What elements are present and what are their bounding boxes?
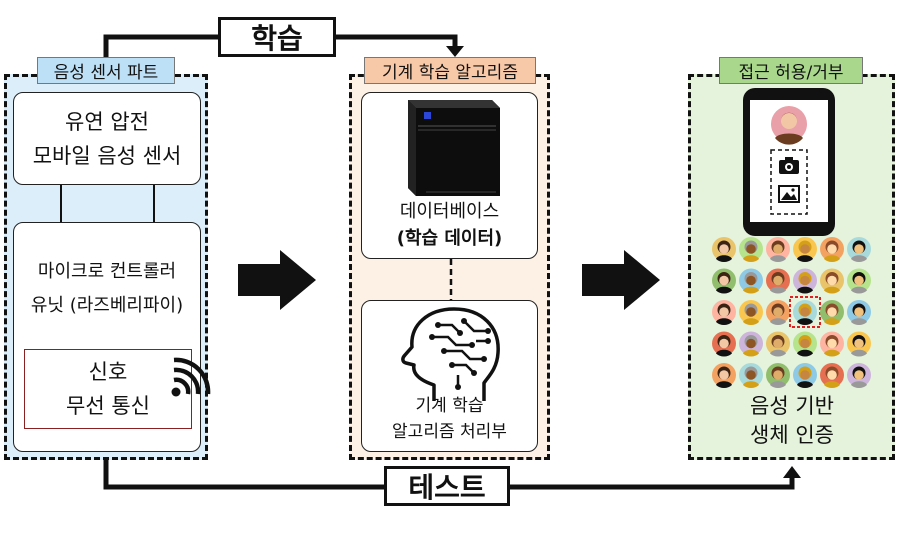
test-loop-arrowhead — [783, 466, 801, 478]
ml-processor-box: 기계 학습 알고리즘 처리부 — [361, 300, 538, 452]
face-avatar-icon — [739, 237, 763, 263]
face-avatar-icon — [739, 268, 763, 294]
phone-screen-content — [770, 106, 808, 215]
face-grid — [712, 237, 871, 389]
mcu-line-1: 마이크로 컨트롤러 — [37, 261, 177, 282]
face-avatar-icon — [820, 363, 844, 389]
ml-part-tag: 기계 학습 알고리즘 — [364, 57, 536, 84]
face-avatar-icon — [793, 237, 817, 263]
sensor-line-2: 모바일 음성 센서 — [32, 143, 182, 168]
face-avatar-icon — [766, 268, 790, 294]
face-avatar-icon — [739, 300, 763, 326]
signal-line-2: 무선 통신 — [66, 394, 150, 418]
face-avatar-icon — [766, 300, 790, 326]
result-line-2: 생체 인증 — [750, 423, 834, 447]
camera-icon — [779, 157, 799, 174]
face-avatar-icon — [766, 331, 790, 357]
face-avatar-icon — [820, 300, 844, 326]
sensor-part-tag: 음성 센서 파트 — [37, 57, 175, 84]
face-avatar-icon — [793, 331, 817, 357]
db-line-2: (학습 데이터) — [396, 228, 503, 249]
face-avatar-icon — [847, 331, 871, 357]
face-avatar-icon — [847, 237, 871, 263]
face-avatar-icon — [712, 237, 736, 263]
image-icon — [778, 185, 800, 203]
signal-line-1: 신호 — [88, 360, 128, 384]
test-label: 테스트 — [384, 466, 510, 506]
face-avatar-icon — [766, 363, 790, 389]
face-avatar-icon — [712, 268, 736, 294]
server-tower-icon — [408, 100, 500, 196]
face-avatar-icon — [847, 300, 871, 326]
proc-line-2: 알고리즘 처리부 — [392, 422, 507, 442]
ml-connector — [449, 259, 453, 301]
result-line-1: 음성 기반 — [750, 394, 834, 418]
face-avatar-icon — [712, 300, 736, 326]
face-avatar-icon — [820, 237, 844, 263]
face-avatar-icon — [820, 331, 844, 357]
brain-circuit-head-icon — [401, 307, 500, 401]
mcu-line-2: 유닛 (라즈베리파이) — [30, 295, 184, 316]
result-label: 음성 기반 생체 인증 — [702, 392, 882, 450]
face-avatar-icon — [793, 268, 817, 294]
flow-arrow-2 — [582, 250, 660, 310]
face-avatar-icon — [739, 331, 763, 357]
flexible-sensor-box: 유연 압전 모바일 음성 센서 — [13, 92, 201, 185]
sensor-line-1: 유연 압전 — [65, 109, 149, 134]
flow-arrow-1 — [238, 250, 316, 310]
face-avatar-icon — [793, 300, 817, 326]
face-avatar-icon — [793, 363, 817, 389]
face-avatar-icon — [820, 268, 844, 294]
face-avatar-icon — [739, 363, 763, 389]
face-avatar-icon — [766, 237, 790, 263]
face-avatar-icon — [847, 363, 871, 389]
face-avatar-icon — [712, 363, 736, 389]
db-line-1: 데이터베이스 — [399, 201, 500, 222]
wireless-signal-box: 신호 무선 통신 — [24, 349, 192, 429]
learning-loop-arrowhead — [446, 46, 464, 57]
media-dashed-box — [770, 149, 808, 215]
face-avatar-icon — [712, 331, 736, 357]
learning-label: 학습 — [218, 17, 336, 57]
access-part-tag: 접근 허용/거부 — [719, 57, 863, 84]
face-avatar-icon — [847, 268, 871, 294]
wifi-icon — [171, 357, 211, 397]
